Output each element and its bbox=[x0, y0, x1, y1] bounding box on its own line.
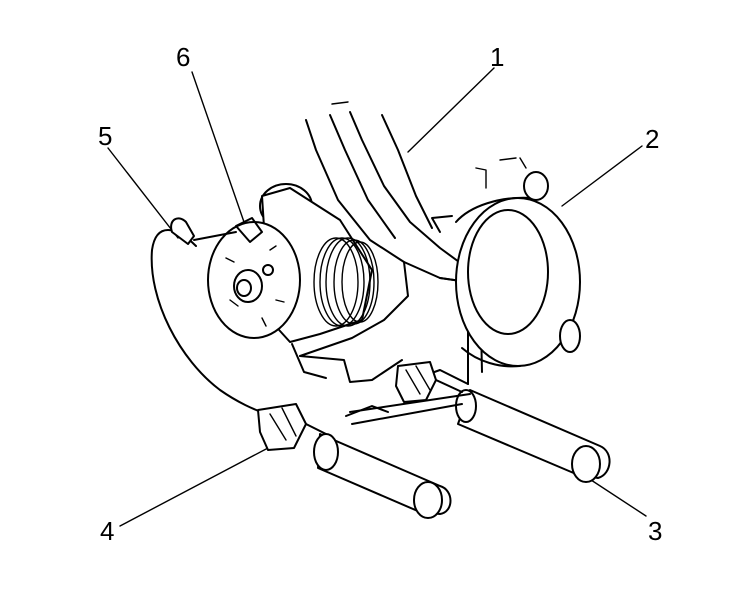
leader-lines bbox=[107, 67, 647, 527]
connector-clips bbox=[257, 361, 463, 451]
leader-line-5 bbox=[107, 147, 179, 239]
hub-lower-lug bbox=[559, 319, 581, 353]
cable-hook-end bbox=[170, 217, 195, 245]
winch-reel-assembly bbox=[207, 183, 379, 379]
drive-shaft-tubes bbox=[313, 389, 611, 519]
connector-clip-right bbox=[395, 361, 437, 403]
callout-2: 2 bbox=[645, 124, 659, 154]
leader-line-1 bbox=[407, 67, 495, 153]
connector-clip-left bbox=[257, 403, 307, 451]
leader-line-2 bbox=[561, 145, 643, 207]
callout-3: 3 bbox=[648, 516, 662, 546]
callout-6: 6 bbox=[176, 42, 190, 72]
leader-line-6 bbox=[191, 71, 245, 223]
cable-coils bbox=[313, 237, 379, 327]
reel-hub bbox=[233, 269, 263, 303]
shaft-tube-right-end bbox=[571, 445, 601, 483]
shaft-tube-left-end bbox=[413, 481, 443, 519]
callout-labels: 1 2 3 4 5 6 bbox=[98, 42, 662, 546]
callout-4: 4 bbox=[100, 516, 114, 546]
callout-5: 5 bbox=[98, 121, 112, 151]
reel-drive-hole bbox=[262, 264, 274, 276]
leader-line-4 bbox=[119, 447, 269, 527]
tire-hub-plate bbox=[431, 157, 581, 368]
hub-plate-inner bbox=[467, 209, 549, 335]
leader-line-3 bbox=[587, 477, 647, 517]
cable-loop bbox=[150, 229, 267, 415]
hub-upper-lug bbox=[523, 171, 549, 201]
callout-1: 1 bbox=[490, 42, 504, 72]
retainer-cable bbox=[150, 217, 267, 415]
reel-hub-bolt bbox=[236, 279, 252, 297]
